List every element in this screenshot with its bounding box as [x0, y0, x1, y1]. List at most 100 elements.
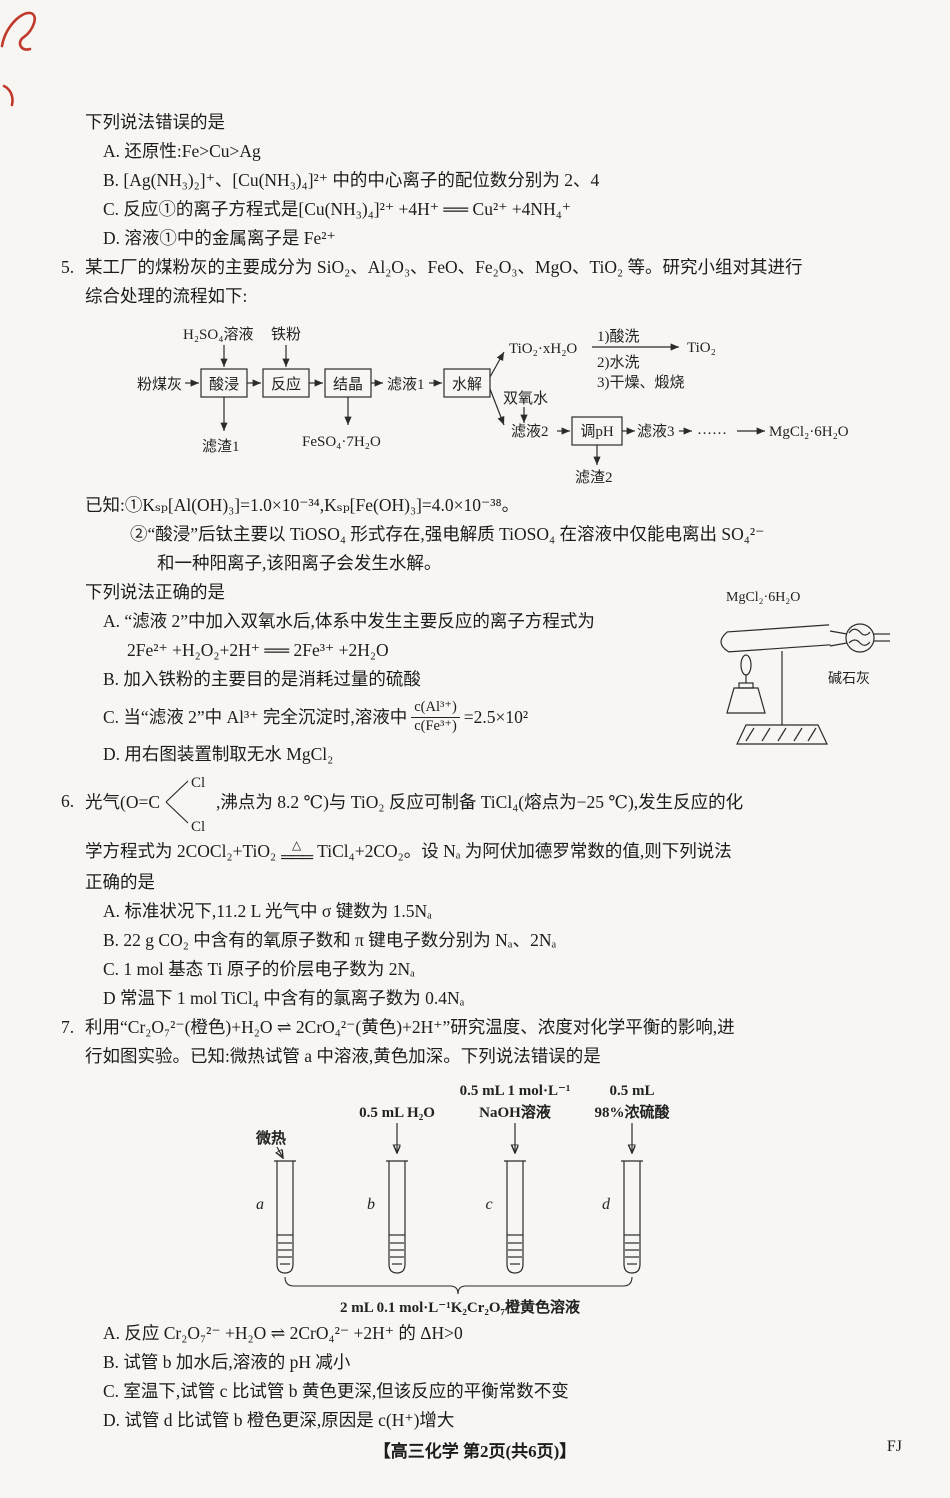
q6-option-d: D 常温下 1 mol TiCl₄ 中含有的氯离子数为 0.4Nₐ — [103, 988, 465, 1008]
q6-stem-line3: 正确的是 — [85, 872, 155, 892]
flow-box-hydrolysis — [443, 368, 491, 398]
q7-stem-line2: 行如图实验。已知:微热试管 a 中溶液,黄色加深。下列说法错误的是 — [85, 1046, 601, 1066]
q5-stem-line2: 综合处理的流程如下: — [85, 286, 248, 306]
flow-arrows — [185, 343, 765, 465]
q5-option-b: B. 加入铁粉的主要目的是消耗过量的硫酸 — [103, 669, 421, 689]
flow-box-react — [262, 368, 310, 398]
flow-leach-label: 酸浸 — [209, 376, 239, 393]
q6-phosgene-pre: 光气(O=C — [85, 791, 161, 812]
tube-c-reagent-line1: 0.5 mL 1 mol·L⁻¹ — [460, 1083, 571, 1099]
flow-dots-label: …… — [697, 422, 727, 438]
test-tube-c — [504, 1160, 526, 1274]
heat-label: 微热 — [255, 1129, 286, 1147]
fraction-denominator: c(Fe³⁺) — [414, 717, 457, 734]
flow-sulfuric-acid-label: H₂SO₄溶液 — [183, 326, 253, 343]
q5-option-c: C. 当“滤液 2”中 Al³⁺ 完全沉淀时,溶液中 c(Al³⁺) c(Fe³… — [85, 694, 900, 740]
q5-option-d: D. 用右图装置制取无水 MgCl₂ — [103, 744, 334, 764]
tube-d-reagent-line2: 98%浓硫酸 — [594, 1103, 670, 1121]
reagent-arrows — [277, 1123, 632, 1158]
apparatus-soda-lime-label: 碱石灰 — [828, 671, 870, 687]
flow-residue1-label: 滤渣1 — [202, 438, 240, 455]
q6-stem-rest: ,沸点为 8.2 ℃)与 TiO₂ 反应可制备 TiCl₄(熔点为−25 ℃),… — [216, 791, 744, 812]
tube-d-reagent-line1: 0.5 mL — [610, 1083, 655, 1099]
q5-known-3: 和一种阳离子,该阳离子会发生水解。 — [157, 553, 442, 573]
retort-stand — [736, 651, 828, 745]
flow-box-leach — [200, 368, 248, 398]
chlorine-bottom-label: Cl — [191, 819, 205, 834]
q5-option-c-text: C. 当“滤液 2”中 Al³⁺ 完全沉淀时,溶液中 — [103, 706, 408, 727]
q5-stem-text: 某工厂的煤粉灰的主要成分为 SiO₂、Al₂O₃、FeO、Fe₂O₃、MgO、T… — [85, 257, 803, 277]
flow-input-label: 粉煤灰 — [137, 376, 182, 393]
tube-c-reagent-line2: NaOH溶液 — [479, 1103, 552, 1121]
q7-option-a: A. 反应 Cr₂O₇²⁻ +H₂O ⇌ 2CrO₄²⁻ +2H⁺ 的 ΔH>0 — [103, 1323, 463, 1343]
delta-condition: △ — [292, 837, 302, 852]
red-scribble-top — [0, 11, 36, 51]
flow-tio2-label: TiO₂ — [687, 340, 716, 356]
q6-equation-left: 学方程式为 2COCl₂+TiO₂ — [85, 841, 277, 861]
test-tube-d — [621, 1160, 643, 1274]
tube-b-reagent: 0.5 mL H₂O — [359, 1105, 435, 1121]
q7-experiment-diagram: 0.5 mL 1 mol·L⁻¹ 0.5 mL 0.5 mL H₂O NaOH溶… — [255, 1083, 670, 1316]
flow-step1-label: 1)酸洗 — [597, 328, 640, 345]
q5-option-a-line2: 2Fe²⁺ +H₂O₂+2H⁺ ══ 2Fe³⁺ +2H₂O — [127, 640, 389, 660]
solution-brace — [284, 1276, 633, 1295]
q6-stem-line2: 学方程式为 2COCl₂+TiO₂ △ ═══ TiCl₄+2CO₂。设 Nₐ … — [85, 835, 900, 868]
red-pen-scan-marks — [0, 11, 36, 107]
q6-option-a: A. 标准状况下,11.2 L 光气中 σ 键数为 1.5Nₐ — [103, 901, 432, 921]
q4-option-b: B. [Ag(NH₃)₂]⁺、[Cu(NH₃)₄]²⁺ 中的中心离子的配位数分别… — [103, 170, 600, 190]
q5-process-flow-diagram: 粉煤灰 酸浸 反应 结晶 滤液1 水解 H₂SO₄溶液 铁粉 滤渣1 FeSO₄… — [137, 326, 849, 486]
q7-stem-line1: 7.利用“Cr₂O₇²⁻(橙色)+H₂O ⇌ 2CrO₄²⁻(黄色)+2H⁺”研… — [61, 1013, 900, 1042]
apparatus-mgcl2-label: MgCl₂·6H₂O — [726, 590, 800, 605]
flow-tio2-hydrate-label: TiO₂·xH₂O — [509, 341, 577, 357]
bond-to-top-cl — [165, 780, 189, 803]
alcohol-lamp — [726, 654, 766, 714]
flow-react-label: 反应 — [271, 375, 301, 393]
page-content: 下列说法错误的是 A. 还原性:Fe>Cu>Ag B. [Ag(NH₃)₂]⁺、… — [61, 108, 900, 1435]
q7-option-b: B. 试管 b 加水后,溶液的 pH 减小 — [103, 1352, 351, 1372]
flow-residue2-label: 滤渣2 — [575, 469, 613, 486]
q6-stem-line1: 6. 光气(O=C Cl Cl ,沸点为 8.2 ℃)与 TiO₂ 反应可制备 … — [61, 769, 900, 835]
test-tube-b — [386, 1160, 408, 1274]
tube-d-letter: d — [602, 1196, 611, 1213]
chlorine-top-label: Cl — [191, 775, 205, 791]
footer-code: FJ — [886, 1438, 902, 1455]
q5-ask: 下列说法正确的是 — [85, 582, 225, 602]
page-footer: 【高三化学 第2页(共6页)】 FJ — [0, 1437, 950, 1462]
bond-to-bottom-cl — [165, 801, 189, 824]
q6-option-b: B. 22 g CO₂ 中含有的氧原子数和 π 键电子数分别为 Nₐ、2Nₐ — [103, 930, 557, 950]
flow-h2o2-label: 双氧水 — [503, 390, 548, 407]
equation-condition-sign: △ ═══ — [281, 837, 313, 866]
q6-number: 6. — [61, 791, 75, 811]
footer-page-info: 【高三化学 第2页(共6页)】 — [373, 1442, 577, 1461]
flow-feso4-label: FeSO₄·7H₂O — [302, 434, 381, 450]
q5-stem-line1: 5. 某工厂的煤粉灰的主要成分为 SiO₂、Al₂O₃、FeO、Fe₂O₃、MgO… — [61, 253, 900, 282]
flow-crystallize-label: 结晶 — [333, 376, 363, 393]
flow-box-crystallize — [324, 368, 372, 398]
equation-equals-sign: ═══ — [281, 848, 313, 866]
q4-stem: 下列说法错误的是 — [85, 112, 225, 132]
test-tube-a — [274, 1160, 296, 1274]
q7-option-c: C. 室温下,试管 c 比试管 b 黄色更深,但该反应的平衡常数不变 — [103, 1381, 569, 1401]
flow-boxes — [200, 368, 623, 446]
q5-number: 5. — [61, 257, 75, 277]
q4-option-d: D. 溶液①中的金属离子是 Fe²⁺ — [103, 228, 336, 248]
red-scribble-small — [2, 84, 14, 107]
tube-a-letter: a — [256, 1196, 264, 1213]
q5-known-2: ②“酸浸”后钛主要以 TiOSO₄ 形式存在,强电解质 TiOSO₄ 在溶液中仅… — [130, 524, 765, 544]
q5-option-a-line1: A. “滤液 2”中加入双氧水后,体系中发生主要反应的离子方程式为 — [103, 611, 595, 631]
flow-filtrate1-label: 滤液1 — [387, 376, 425, 393]
q6-equation-right: TiCl₄+2CO₂。设 Nₐ 为阿伏加德罗常数的值,则下列说法 — [317, 841, 732, 861]
flow-mgcl2-label: MgCl₂·6H₂O — [769, 424, 849, 440]
flow-adjust-ph-label: 调pH — [580, 423, 614, 440]
tube-c-letter: c — [485, 1196, 492, 1213]
q4-option-a: A. 还原性:Fe>Cu>Ag — [103, 141, 261, 161]
q5-known-1: 已知:①Kₛₚ[Al(OH)₃]=1.0×10⁻³⁴,Kₛₚ[Fe(OH)₃]=… — [85, 495, 520, 515]
flow-filtrate2-label: 滤液2 — [511, 423, 549, 440]
horizontal-test-tube — [720, 624, 831, 653]
q7-stem-text: 利用“Cr₂O₇²⁻(橙色)+H₂O ⇌ 2CrO₄²⁻(黄色)+2H⁺”研究温… — [85, 1017, 735, 1037]
fraction-numerator: c(Al³⁺) — [411, 699, 460, 718]
tube-b-letter: b — [367, 1196, 375, 1213]
q5-heating-apparatus: MgCl₂·6H₂O 碱石灰 — [720, 590, 890, 745]
flow-step3-label: 3)干燥、煅烧 — [597, 374, 685, 391]
